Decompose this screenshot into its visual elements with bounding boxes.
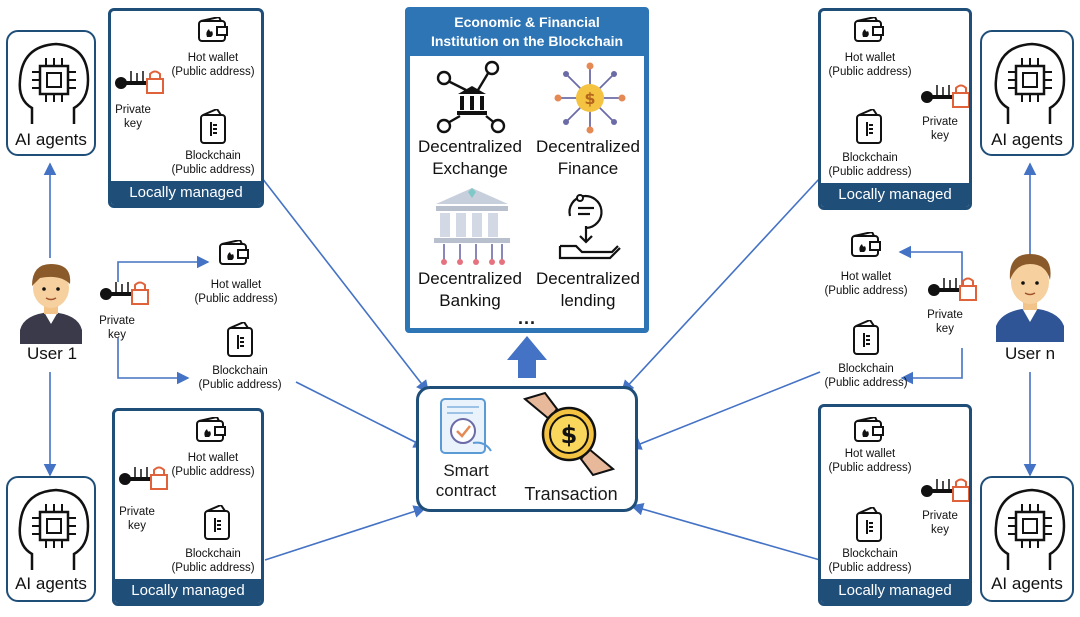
bank-building-icon — [434, 188, 510, 265]
ai-head-chip-icon — [18, 42, 90, 124]
blockchain-label: Blockchain(Public address) — [824, 363, 908, 389]
locally-managed-label: Locally managed — [821, 183, 969, 207]
transaction-panel: Smart contract $ Transaction — [416, 386, 638, 512]
user-avatar-icon — [996, 254, 1064, 342]
transaction-coin-hands-icon: $ — [522, 391, 616, 477]
private-key-icon — [115, 70, 164, 94]
hot-wallet-icon — [854, 417, 884, 442]
blockchain-icon — [204, 505, 230, 540]
blockchain-icon — [853, 320, 879, 355]
private-key-icon — [921, 84, 969, 108]
lending-hand-icon — [558, 194, 621, 260]
hot-wallet-label: Hot wallet(Public address) — [828, 448, 912, 474]
private-key-icon — [100, 281, 149, 305]
econ-content: $ Decentralized Exchange Decentralized F… — [410, 56, 644, 328]
hot-wallet-label: Hot wallet(Public address) — [824, 271, 908, 297]
defi-lending-label: Decentralized lending — [536, 269, 640, 310]
ai-agents-box-top-left: AI agents — [6, 30, 96, 156]
up-arrow-icon — [507, 336, 547, 378]
blockchain-label: Blockchain(Public address) — [171, 548, 255, 574]
defi-banking-label: Decentralized Banking — [418, 269, 522, 310]
hot-wallet-icon — [851, 232, 881, 257]
ai-agents-box-bottom-left: AI agents — [6, 476, 96, 602]
defi-exchange-label: Decentralized Exchange — [418, 137, 522, 178]
private-key-icon — [921, 478, 969, 502]
locally-managed-label: Locally managed — [115, 579, 261, 603]
hot-wallet-icon — [854, 17, 884, 42]
hot-wallet-icon — [198, 17, 228, 42]
econ-title: Economic & Financial Institution on the … — [430, 14, 624, 49]
smart-contract-label: Smart contract — [435, 461, 497, 500]
blockchain-icon — [227, 322, 253, 357]
hot-wallet-label: Hot wallet(Public address) — [194, 279, 278, 305]
private-key-icon — [119, 466, 168, 490]
smart-contract-icon — [440, 398, 492, 454]
hot-wallet-label: Hot wallet(Public address) — [171, 52, 255, 78]
hot-wallet-icon — [219, 240, 249, 265]
ai-head-chip-icon — [18, 488, 90, 570]
blockchain-label: Blockchain(Public address) — [828, 152, 912, 178]
blockchain-label: Blockchain(Public address) — [828, 548, 912, 574]
defi-finance-label: Decentralized Finance — [536, 137, 640, 178]
blockchain-icon — [856, 507, 882, 542]
hot-wallet-icon — [196, 417, 226, 442]
ai-agents-box-top-right: AI agents — [980, 30, 1074, 156]
locally-managed-label: Locally managed — [111, 181, 261, 205]
exchange-network-icon — [436, 60, 506, 134]
user-avatar-icon — [20, 264, 82, 344]
ai-head-chip-icon — [994, 488, 1066, 570]
hot-wallet-label: Hot wallet(Public address) — [171, 452, 255, 478]
transaction-label: Transaction — [524, 484, 618, 504]
blockchain-icon — [200, 109, 226, 144]
finance-network-icon: $ — [554, 62, 626, 134]
blockchain-label: Blockchain(Public address) — [171, 150, 255, 176]
locally-managed-label: Locally managed — [821, 579, 969, 603]
blockchain-label: Blockchain(Public address) — [198, 365, 282, 391]
econ-institution-panel: Economic & Financial Institution on the … — [405, 7, 649, 333]
hot-wallet-label: Hot wallet(Public address) — [828, 52, 912, 78]
svg-text:$: $ — [561, 421, 578, 449]
more-ellipsis: ... — [517, 308, 536, 328]
svg-text:$: $ — [584, 89, 595, 108]
user-1: User 1 — [12, 258, 92, 370]
ai-agents-box-bottom-right: AI agents — [980, 476, 1074, 602]
ai-head-chip-icon — [994, 42, 1066, 124]
private-key-icon — [928, 277, 977, 301]
user-n: User n — [990, 250, 1070, 366]
blockchain-icon — [856, 109, 882, 144]
